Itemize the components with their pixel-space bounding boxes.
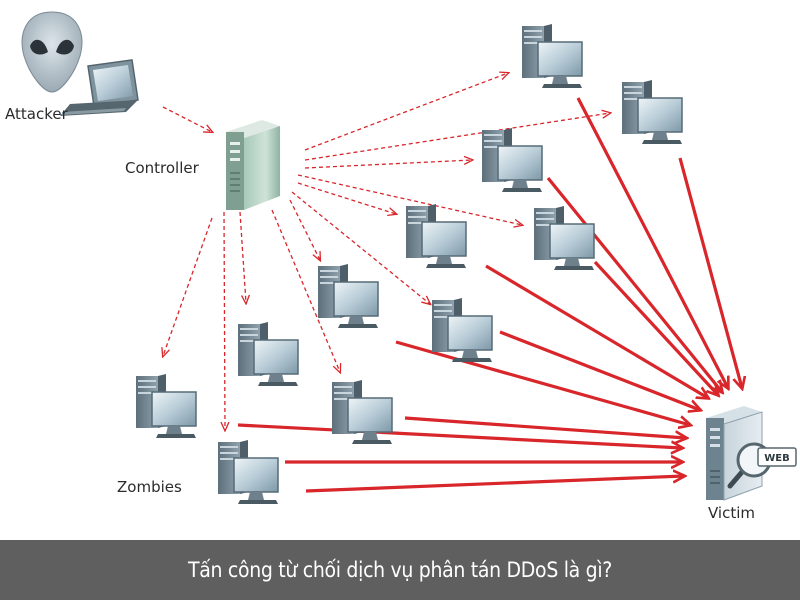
attack-arrow	[485, 264, 708, 398]
zombies-label: Zombies	[117, 478, 182, 496]
attack-arrow	[237, 423, 682, 448]
zombie-computer-icon	[217, 439, 279, 505]
zombie-computer-icon	[135, 373, 197, 439]
web-badge	[757, 447, 797, 467]
zombie-computer-icon	[481, 127, 543, 193]
attack-arrow	[546, 176, 722, 392]
attack-arrow	[576, 97, 728, 388]
control-arrow	[297, 174, 522, 225]
zombie-computer-icon	[533, 205, 595, 271]
zombie-computer-icon	[237, 321, 299, 387]
caption-text: Tấn công từ chối dịch vụ phân tán DDoS l…	[187, 558, 613, 582]
web-badge-label: WEB	[764, 453, 789, 464]
zombie-computer-icon	[405, 203, 467, 269]
control-arrow	[304, 160, 472, 169]
control-arrow	[224, 211, 225, 430]
control-arrow	[304, 113, 610, 161]
control-arrow	[297, 182, 396, 214]
attacker-to-controller-arrow	[162, 106, 212, 132]
attack-arrow	[404, 416, 686, 438]
attack-arrow	[678, 157, 742, 388]
control-arrow	[239, 211, 246, 303]
control-arrow	[291, 191, 430, 304]
controller-label: Controller	[125, 159, 200, 177]
zombie-computer-icon	[621, 79, 683, 145]
attacker-icon	[21, 11, 139, 116]
attack-arrow	[305, 476, 684, 493]
attack-arrow	[499, 330, 700, 410]
zombie-computer-icon	[317, 263, 379, 329]
control-arrow	[304, 73, 508, 151]
zombie-computer-icon	[521, 23, 583, 89]
magnifier-handle	[727, 469, 745, 489]
zombie-computer-icon	[331, 379, 393, 445]
control-arrow	[163, 217, 213, 356]
attack-arrow	[395, 340, 690, 425]
control-arrow	[289, 199, 320, 260]
caption-bar: Tấn công từ chối dịch vụ phân tán DDoS l…	[0, 540, 800, 600]
attacker-label: Attacker	[5, 105, 69, 123]
zombie-computer-icon	[431, 297, 493, 363]
controller-server-icon	[226, 120, 280, 210]
victim-server-icon: WEB	[706, 406, 797, 501]
control-arrows	[163, 73, 610, 430]
victim-label: Victim	[708, 504, 755, 522]
control-arrow	[271, 209, 340, 372]
diagram-canvas: WEB Attacker Controller Zombies Victim	[5, 11, 797, 522]
attack-arrow	[593, 260, 718, 395]
attack-arrows	[237, 97, 742, 493]
